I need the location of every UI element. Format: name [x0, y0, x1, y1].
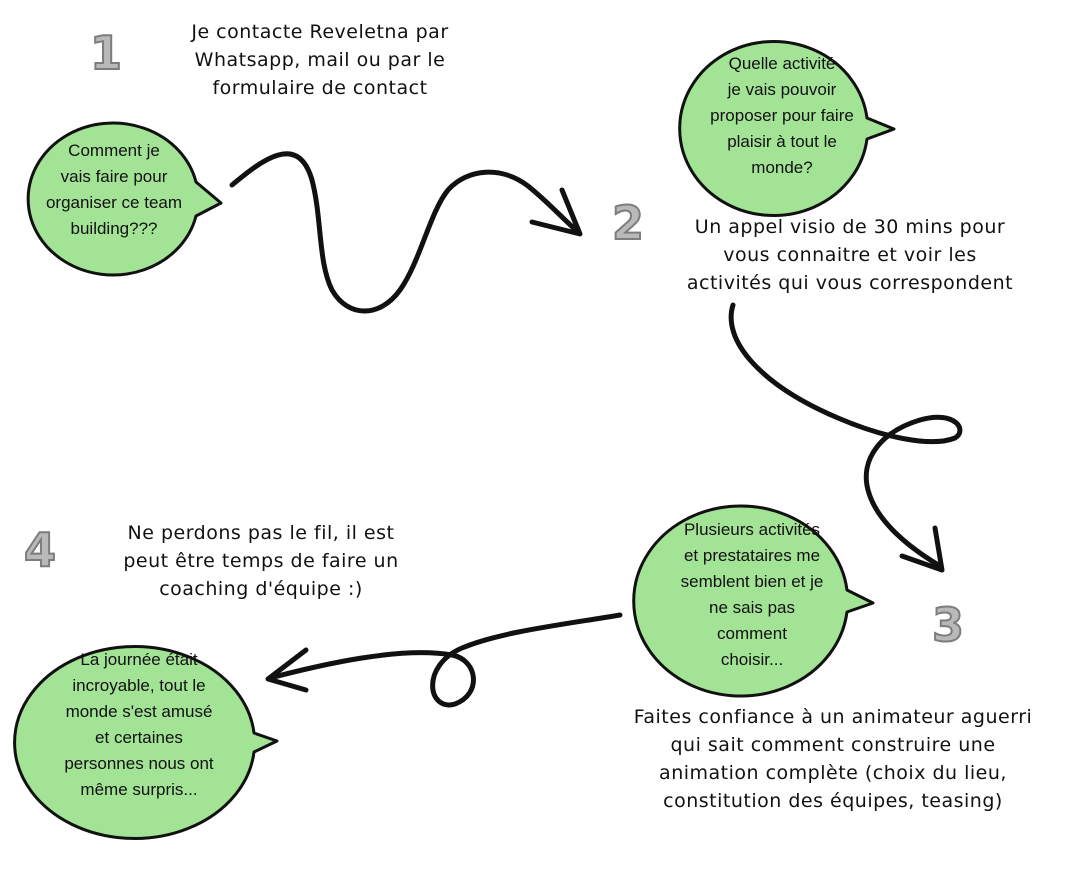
step-number-3: 3	[931, 598, 965, 652]
bubble-text-1: Comment je vais faire pour organiser ce …	[45, 141, 183, 238]
bubble-text-4: La journée était incroyable, tout le mon…	[64, 650, 214, 799]
step-caption-4: Ne perdons pas le fil, il est peut être …	[123, 522, 399, 600]
arrow-step1-to-step2	[229, 151, 583, 314]
arrow-step2-to-step3	[728, 302, 963, 573]
speech-bubble-4	[13, 645, 279, 840]
arrow-step3-to-step4	[265, 612, 623, 708]
speech-bubble-2	[678, 40, 896, 217]
bubble-text-2: Quelle activité je vais pouvoir proposer…	[710, 54, 854, 177]
step-caption-1: Je contacte Reveletna par Whatsapp, mail…	[191, 21, 449, 99]
speech-bubble-3	[632, 504, 875, 698]
bubble-text-3: Plusieurs activités et prestataires me s…	[680, 520, 824, 669]
step-caption-3: Faites confiance à un animateur aguerri …	[633, 706, 1033, 812]
speech-bubble-1	[26, 121, 223, 277]
step-number-2: 2	[611, 196, 645, 250]
step-number-4: 4	[23, 523, 57, 577]
step-number-1: 1	[89, 26, 123, 80]
step-caption-2: Un appel visio de 30 mins pour vous conn…	[686, 216, 1014, 294]
